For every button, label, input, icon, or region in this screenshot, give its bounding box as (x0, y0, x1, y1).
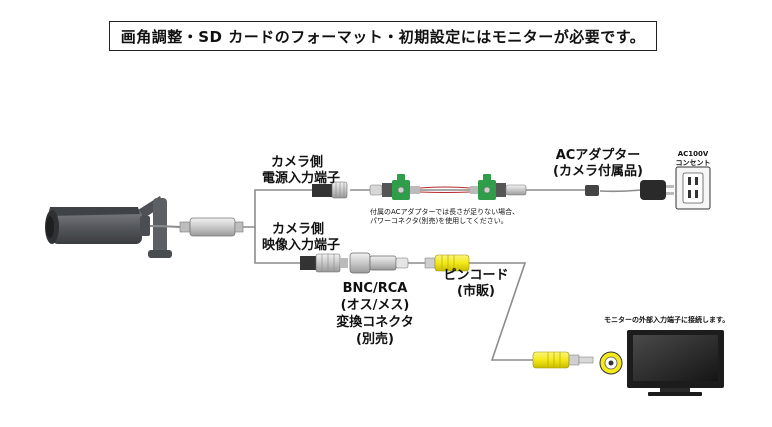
power-connector-note-line1: 付属のACアダプターでは長さが足りない場合、 (370, 208, 520, 216)
pin-cord-label-line2: (市販) (457, 284, 495, 300)
outlet-label-line2: コンセント (675, 159, 711, 168)
power-terminal-label-line1: カメラ側 (270, 155, 323, 170)
wall-outlet-icon (675, 166, 711, 210)
bnc-rca-label-line3: 変換コネクタ (336, 314, 414, 330)
ac-adapter-label: ACアダプター (カメラ付属品) (548, 148, 648, 181)
bnc-rca-label-line1: BNC/RCA (342, 281, 408, 296)
bnc-rca-label-line4: (別売) (356, 331, 394, 347)
power-connector-note-line2: パワーコネクタ(別売)を使用してください。 (370, 217, 508, 226)
video-terminal-label-line2: 映像入力端子 (262, 238, 341, 254)
video-terminal-label: カメラ側 映像入力端子 (262, 222, 341, 255)
monitor-icon (627, 330, 724, 396)
ac-adapter-label-line1: ACアダプター (555, 148, 641, 163)
ac-adapter-icon (585, 180, 674, 200)
requirement-banner: 画角調整・SD カードのフォーマット・初期設定にはモニターが必要です。 (109, 21, 657, 51)
video-terminal-label-line1: カメラ側 (271, 222, 324, 237)
outlet-label: AC100V コンセント (668, 150, 718, 168)
bnc-rca-label-line2: (オス/メス) (340, 297, 410, 313)
rca-plug-top (424, 254, 470, 272)
bnc-plug (300, 253, 348, 273)
bnc-rca-adapter (349, 252, 409, 274)
rca-plug-bottom (532, 351, 594, 369)
power-terminal-label-line2: 電源入力端子 (262, 171, 341, 187)
bnc-rca-label: BNC/RCA (オス/メス) 変換コネクタ (別売) (330, 281, 420, 349)
dc-power-plug (312, 181, 348, 199)
monitor-note-text: モニターの外部入力端子に接続します。 (604, 316, 730, 324)
cable-junction (179, 217, 244, 237)
ac-adapter-label-line2: (カメラ付属品) (553, 164, 643, 180)
rca-jack-icon (599, 351, 623, 375)
pin-cord-label: ピンコード (市販) (436, 268, 516, 301)
power-connector (369, 174, 527, 200)
pin-cord-label-line1: ピンコード (443, 268, 509, 283)
bullet-camera-icon (45, 196, 181, 258)
monitor-note: モニターの外部入力端子に接続します。 (604, 316, 729, 325)
power-terminal-label: カメラ側 電源入力端子 (262, 155, 341, 188)
banner-text: 画角調整・SD カードのフォーマット・初期設定にはモニターが必要です。 (120, 27, 646, 46)
outlet-label-line1: AC100V (677, 150, 709, 158)
power-connector-note: 付属のACアダプターでは長さが足りない場合、 パワーコネクタ(別売)を使用してく… (370, 208, 519, 227)
